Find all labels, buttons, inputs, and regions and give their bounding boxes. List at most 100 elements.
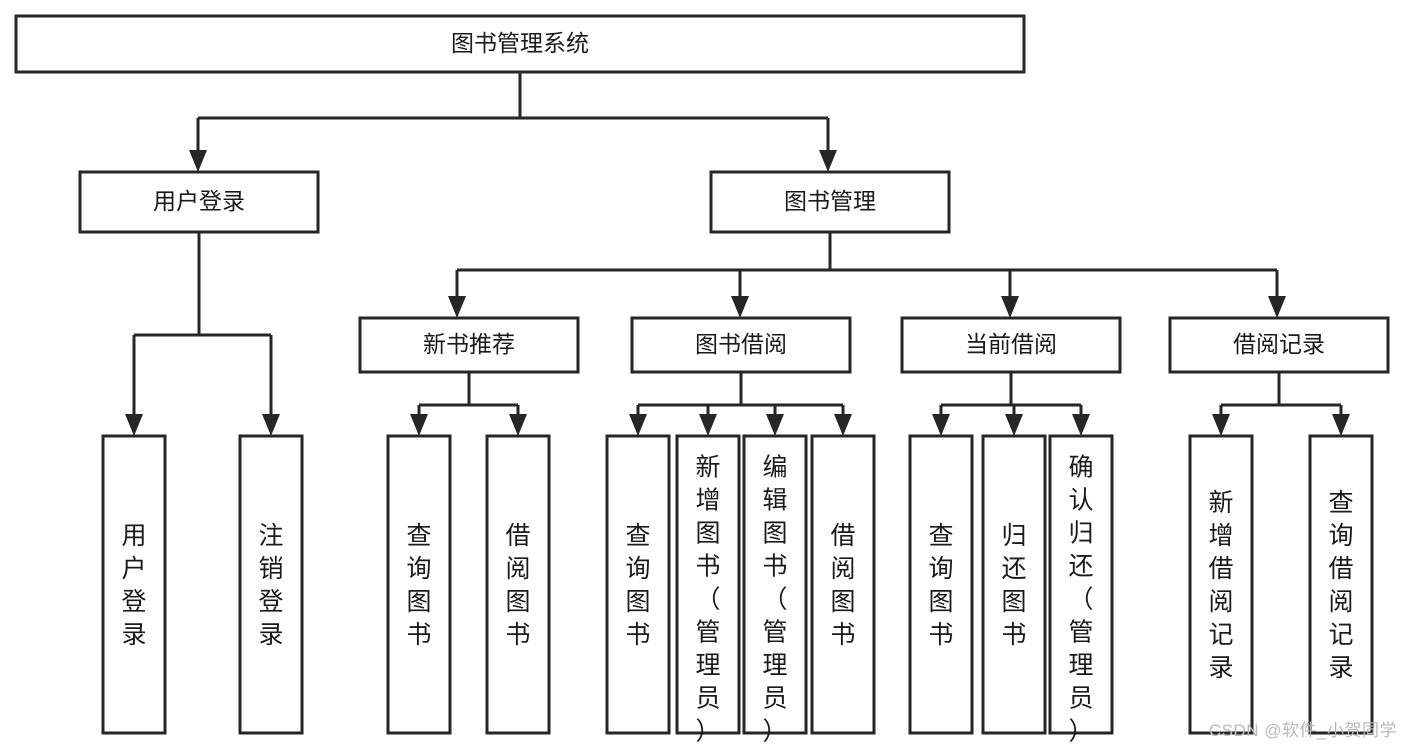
leaf-box[interactable] (1048, 434, 1114, 735)
node-label: 当前借阅 (965, 331, 1057, 357)
leaf-label: 确认归还（管理员） (1068, 454, 1093, 746)
leaf-l12[interactable]: 新增借阅记录 (1188, 434, 1254, 735)
leaf-label: 查询图书 (625, 522, 650, 649)
node-box[interactable] (358, 316, 580, 374)
node-label: 新书推荐 (423, 331, 515, 357)
leaf-l11[interactable]: 确认归还（管理员） (1048, 434, 1114, 746)
node-box[interactable] (900, 316, 1122, 374)
leaf-box[interactable] (742, 434, 808, 735)
node-box[interactable] (14, 14, 1026, 74)
connector-drop-new-book (448, 270, 466, 318)
connector-drop-l6 (699, 405, 717, 436)
leaf-l7[interactable]: 编辑图书（管理员） (742, 434, 808, 746)
leaf-box[interactable] (485, 434, 551, 735)
connector-drop-l2 (262, 335, 280, 436)
connector-drop-l9 (932, 405, 950, 436)
node-n_current[interactable]: 当前借阅 (900, 316, 1122, 374)
connector-records-bus (1221, 372, 1341, 407)
leaf-l10[interactable]: 归还图书 (981, 434, 1047, 735)
connector-drop-l3 (410, 405, 428, 436)
node-n_borrow[interactable]: 图书借阅 (630, 316, 852, 374)
connector-book-mgmt-bus (457, 232, 1277, 272)
connector-borrow-bus (638, 372, 843, 407)
connector-new-book-bus (419, 372, 518, 407)
arrow-head-icon (509, 414, 527, 436)
arrow-head-icon (731, 296, 749, 318)
leaf-l9[interactable]: 查询图书 (908, 434, 974, 735)
connector-drop-l13 (1332, 405, 1350, 436)
connector-drop-borrow (731, 270, 749, 318)
leaf-label: 借阅图书 (830, 522, 855, 649)
connector-drop-user-login (189, 118, 207, 172)
arrow-head-icon (262, 414, 280, 436)
leaf-box[interactable] (386, 434, 452, 735)
leaf-box[interactable] (605, 434, 671, 735)
connector-drop-current (1001, 270, 1019, 318)
leaf-label: 新增图书（管理员） (695, 454, 720, 746)
leaf-label: 查询图书 (406, 522, 431, 649)
arrow-head-icon (1072, 414, 1090, 436)
leaf-label: 借阅图书 (505, 522, 530, 649)
arrow-head-icon (699, 414, 717, 436)
leaf-box[interactable] (1308, 434, 1374, 735)
connector-user-login-bus (134, 232, 271, 337)
arrow-head-icon (766, 414, 784, 436)
node-n_new_book[interactable]: 新书推荐 (358, 316, 580, 374)
connector-drop-l12 (1212, 405, 1230, 436)
connector-drop-l5 (629, 405, 647, 436)
leaf-label: 注销登录 (258, 522, 283, 649)
connector-drop-l1 (125, 335, 143, 436)
leaf-box[interactable] (1188, 434, 1254, 735)
leaf-box[interactable] (101, 434, 167, 735)
node-box[interactable] (1168, 316, 1390, 374)
connector-drop-l8 (834, 405, 852, 436)
node-root[interactable]: 图书管理系统 (14, 14, 1026, 74)
node-box[interactable] (78, 170, 320, 234)
node-n_user_login[interactable]: 用户登录 (78, 170, 320, 234)
arrow-head-icon (448, 296, 466, 318)
connector-drop-l4 (509, 405, 527, 436)
arrow-head-icon (125, 414, 143, 436)
leaf-label: 用户登录 (121, 522, 146, 649)
leaf-box[interactable] (238, 434, 304, 735)
arrow-head-icon (1212, 414, 1230, 436)
node-n_records[interactable]: 借阅记录 (1168, 316, 1390, 374)
leaf-l13[interactable]: 查询借阅记录 (1308, 434, 1374, 735)
node-layer: 图书管理系统用户登录图书管理新书推荐图书借阅当前借阅借阅记录用户登录注销登录查询… (14, 14, 1390, 746)
leaf-l8[interactable]: 借阅图书 (810, 434, 876, 735)
node-label: 图书借阅 (695, 331, 787, 357)
leaf-l2[interactable]: 注销登录 (238, 434, 304, 735)
node-label: 用户登录 (153, 188, 245, 214)
connector-drop-records (1268, 270, 1286, 318)
leaf-box[interactable] (675, 434, 741, 735)
leaf-label: 新增借阅记录 (1208, 489, 1233, 682)
leaf-l3[interactable]: 查询图书 (386, 434, 452, 735)
leaf-label: 查询图书 (928, 522, 953, 649)
arrow-head-icon (834, 414, 852, 436)
arrow-head-icon (189, 150, 207, 172)
leaf-label: 编辑图书（管理员） (762, 454, 787, 746)
node-n_book_mgmt[interactable]: 图书管理 (709, 170, 951, 234)
leaf-l5[interactable]: 查询图书 (605, 434, 671, 735)
connector-drop-l10 (1005, 405, 1023, 436)
leaf-box[interactable] (810, 434, 876, 735)
connector-root-bus (198, 72, 828, 120)
connector-layer (125, 72, 1350, 436)
arrow-head-icon (629, 414, 647, 436)
leaf-box[interactable] (908, 434, 974, 735)
connector-drop-l11 (1072, 405, 1090, 436)
arrow-head-icon (932, 414, 950, 436)
arrow-head-icon (1001, 296, 1019, 318)
leaf-l1[interactable]: 用户登录 (101, 434, 167, 735)
arrow-head-icon (1005, 414, 1023, 436)
leaf-label: 归还图书 (1001, 522, 1026, 649)
leaf-label: 查询借阅记录 (1328, 489, 1353, 682)
node-label: 图书管理 (784, 188, 876, 214)
node-box[interactable] (630, 316, 852, 374)
node-box[interactable] (709, 170, 951, 234)
leaf-l4[interactable]: 借阅图书 (485, 434, 551, 735)
leaf-l6[interactable]: 新增图书（管理员） (675, 434, 741, 746)
leaf-box[interactable] (981, 434, 1047, 735)
arrow-head-icon (1332, 414, 1350, 436)
